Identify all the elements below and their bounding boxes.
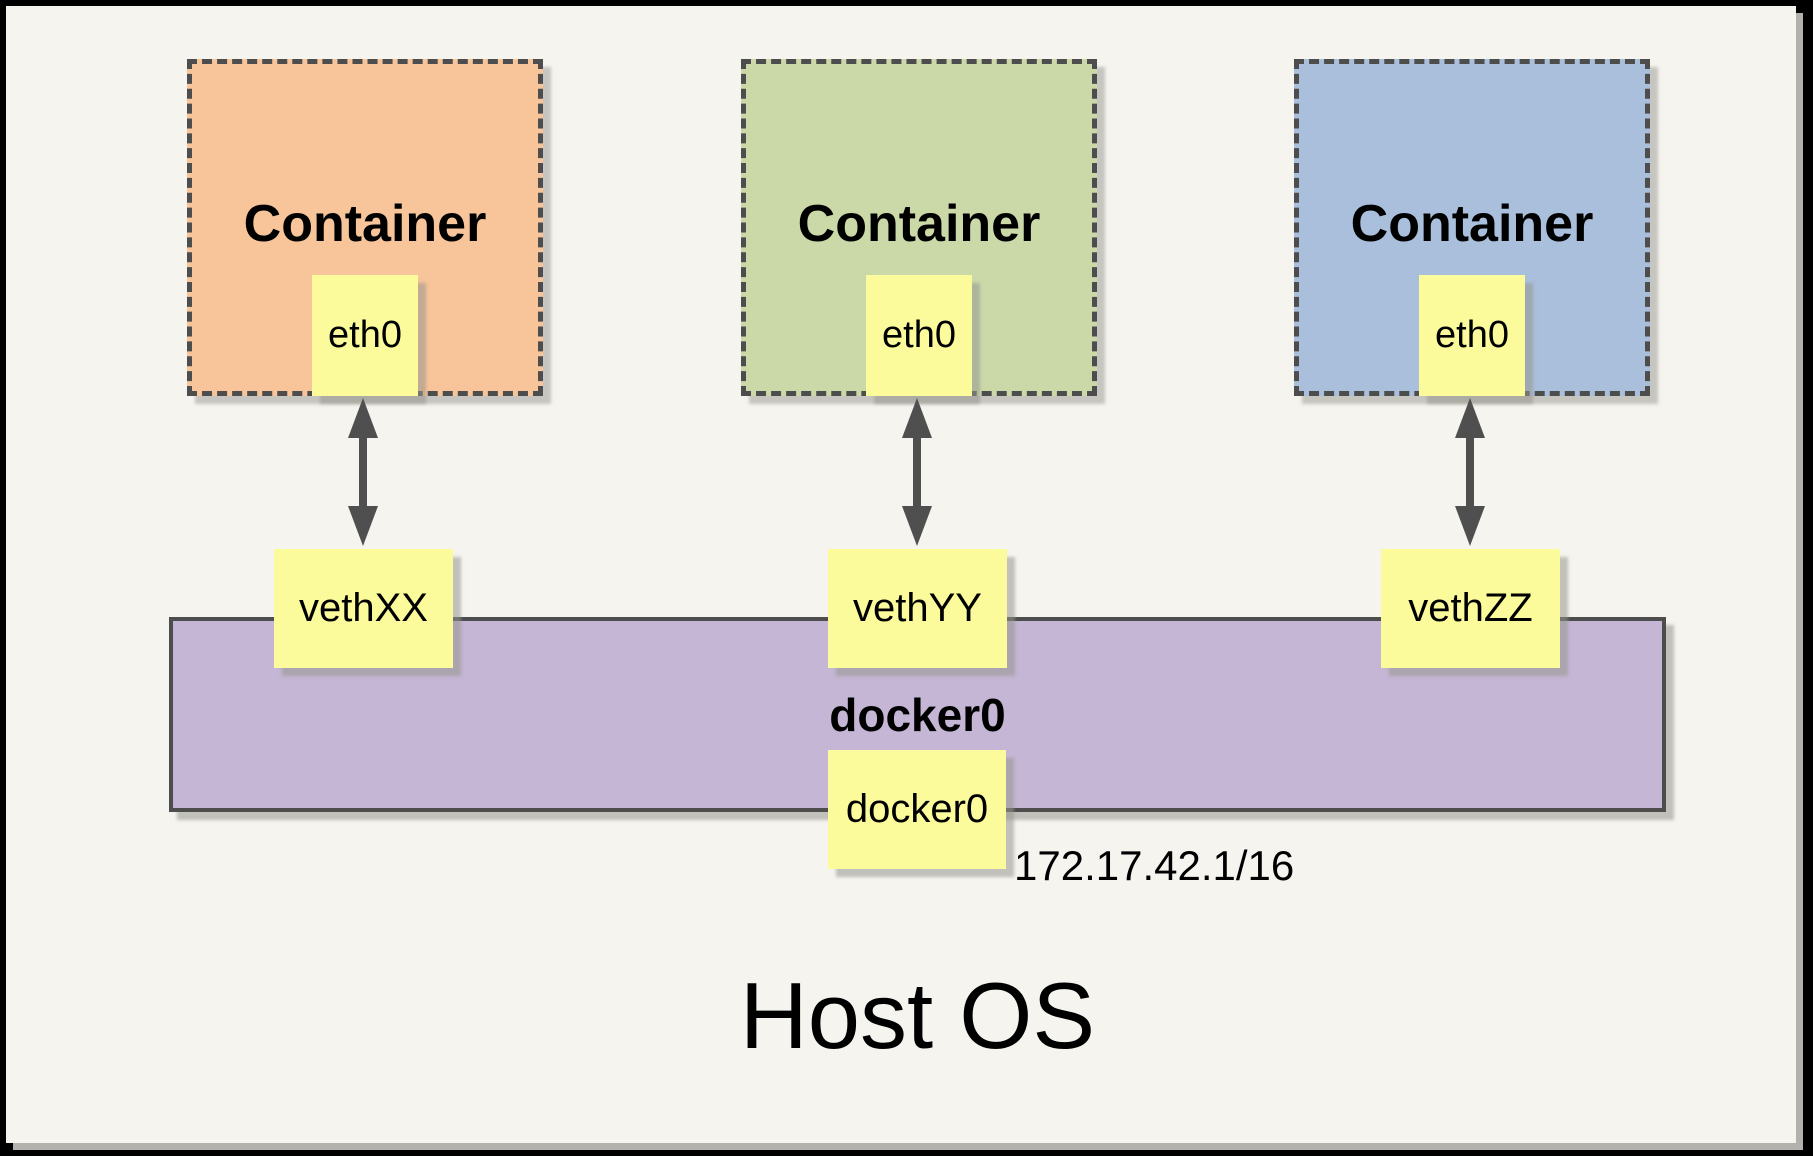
container-1-eth0-label: eth0 <box>328 314 402 356</box>
vethxx-box: vethXX <box>274 549 453 668</box>
docker0-interface-label: docker0 <box>845 787 989 831</box>
arrow-container1-veth <box>348 398 378 546</box>
docker0-ip-label: 172.17.42.1/16 <box>1014 842 1295 889</box>
container-box-1: Container eth0 <box>187 59 543 396</box>
vethzz-label: vethZZ <box>1408 586 1533 630</box>
container-2-eth0-box: eth0 <box>866 275 972 396</box>
vethxx-label: vethXX <box>299 586 428 630</box>
container-1-title: Container <box>243 195 487 253</box>
diagram-canvas: Container eth0 Container eth0 Container … <box>6 6 1796 1143</box>
docker0-bridge-label: docker0 <box>829 689 1006 741</box>
docker0-interface-box: docker0 <box>828 750 1006 869</box>
container-3-eth0-box: eth0 <box>1419 275 1525 396</box>
container-2-eth0-label: eth0 <box>882 314 956 356</box>
vethyy-label: vethYY <box>853 586 982 630</box>
arrow-container2-veth <box>902 398 932 546</box>
vethzz-box: vethZZ <box>1381 549 1560 668</box>
container-box-3: Container eth0 <box>1294 59 1650 396</box>
arrow-container3-veth <box>1455 398 1485 546</box>
container-1-eth0-box: eth0 <box>312 275 418 396</box>
container-2-title: Container <box>797 195 1041 253</box>
host-os-label: Host OS <box>739 963 1096 1068</box>
vethyy-box: vethYY <box>828 549 1007 668</box>
container-3-title: Container <box>1350 195 1594 253</box>
container-box-2: Container eth0 <box>741 59 1097 396</box>
container-3-eth0-label: eth0 <box>1435 314 1509 356</box>
